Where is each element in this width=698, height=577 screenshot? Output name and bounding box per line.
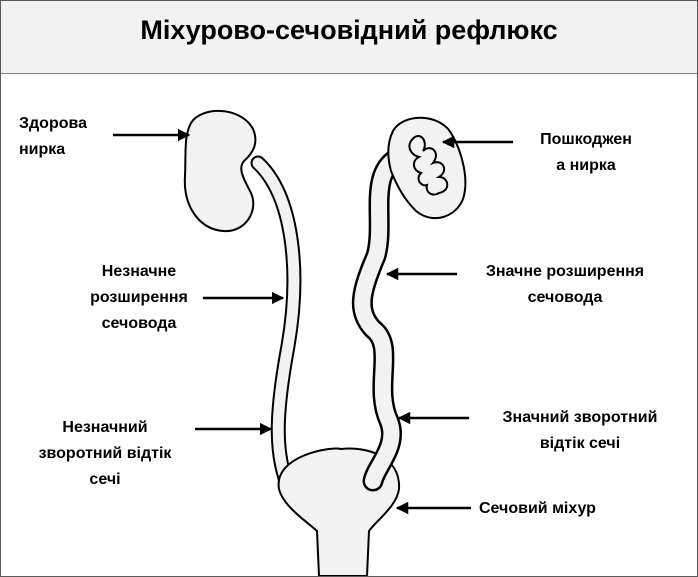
dilated-ureter-lumen xyxy=(354,148,409,489)
healthy-ureter-lumen xyxy=(252,157,300,499)
label-bladder: Сечовий міхур xyxy=(479,500,596,517)
label-minor-reflux: Незначний зворотний відтік сечі xyxy=(38,419,172,488)
label-major-dilation: Значне розширення сечовода xyxy=(485,263,645,306)
diagram-title: Міхурово-сечовідний рефлюкс xyxy=(140,15,558,45)
title-bar: Міхурово-сечовідний рефлюкс xyxy=(1,1,697,74)
damaged-kidney-shape xyxy=(387,116,467,220)
label-damaged-kidney: Пошкоджен а нирка xyxy=(540,131,632,174)
label-minor-dilation: Незначне розширення сечовода xyxy=(90,263,188,332)
healthy-kidney-shape xyxy=(183,110,257,233)
label-major-reflux: Значний зворотний відтік сечі xyxy=(502,409,658,452)
damaged-kidney-calyces xyxy=(408,135,449,196)
label-healthy-kidney: Здорова нирка xyxy=(19,115,88,158)
